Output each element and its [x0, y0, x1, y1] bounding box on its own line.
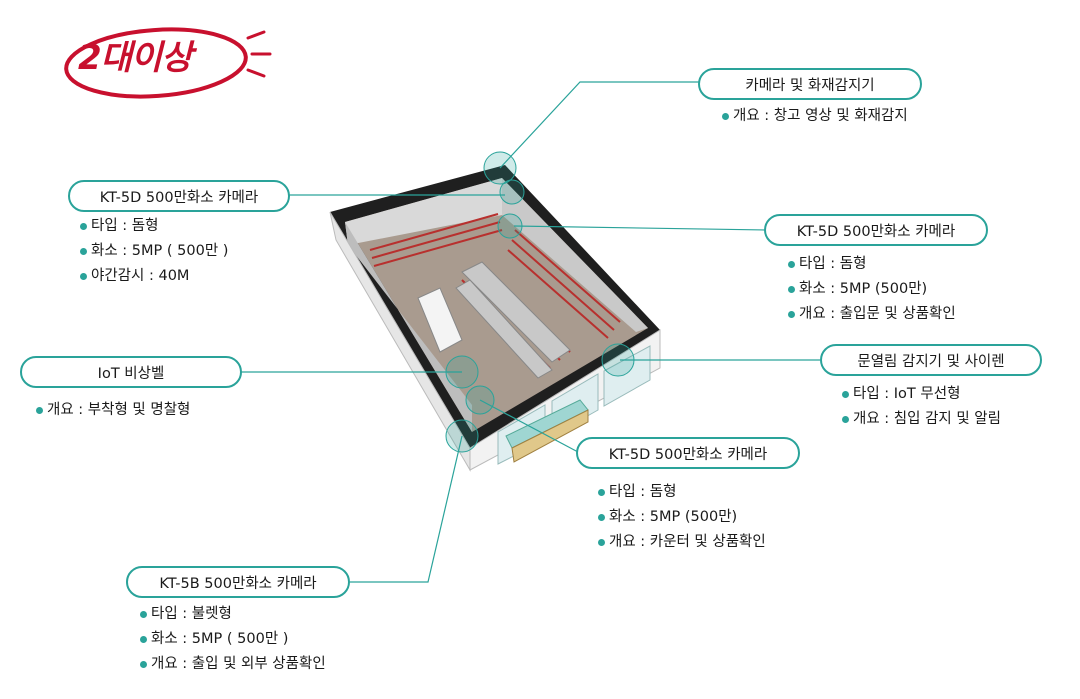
spec-item: 야간감시 : 40M [80, 264, 228, 289]
spec-item: 타입 : 불렛형 [140, 602, 326, 627]
bullet-dot-icon [788, 261, 795, 268]
spec-item: 화소 : 5MP ( 500만 ) [80, 239, 228, 264]
callout-title-iot-bell: IoT 비상벨 [20, 356, 242, 388]
spec-item: 개요 : 출입 및 외부 상품확인 [140, 652, 326, 677]
bullet-dot-icon [842, 391, 849, 398]
callout-specs-camera-left: 타입 : 돔형 화소 : 5MP ( 500만 ) 야간감시 : 40M [80, 214, 228, 289]
spec-item: 개요 : 부착형 및 명찰형 [36, 398, 190, 423]
bullet-dot-icon [80, 273, 87, 280]
spec-item: 타입 : 돔형 [80, 214, 228, 239]
bullet-dot-icon [140, 636, 147, 643]
badge-swoosh [64, 27, 272, 99]
bullet-dot-icon [598, 489, 605, 496]
bullet-dot-icon [36, 407, 43, 414]
bullet-dot-icon [80, 248, 87, 255]
callout-title-door-sensor: 문열림 감지기 및 사이렌 [820, 344, 1042, 376]
counter [417, 287, 463, 353]
callout-specs-camera-counter: 타입 : 돔형 화소 : 5MP (500만) 개요 : 카운터 및 상품확인 [598, 480, 766, 555]
shelf-units [455, 261, 571, 379]
bullet-dot-icon [722, 113, 729, 120]
bullet-dot-icon [788, 311, 795, 318]
bullet-dot-icon [140, 611, 147, 618]
callout-title-camera-counter: KT-5D 500만화소 카메라 [576, 437, 800, 469]
spec-item: 개요 : 카운터 및 상품확인 [598, 530, 766, 555]
spec-item: 화소 : 5MP (500만) [598, 505, 766, 530]
callout-title-camera-left: KT-5D 500만화소 카메라 [68, 180, 290, 212]
callout-title-camera-right: KT-5D 500만화소 카메라 [764, 214, 988, 246]
callout-specs-camera-right: 타입 : 돔형 화소 : 5MP (500만) 개요 : 출입문 및 상품확인 [788, 252, 956, 327]
spec-item: 화소 : 5MP (500만) [788, 277, 956, 302]
spec-item: 개요 : 침입 감지 및 알림 [842, 407, 1001, 432]
bullet-dot-icon [788, 286, 795, 293]
callout-specs-fire-camera: 개요 : 창고 영상 및 화재감지 [722, 104, 908, 129]
spec-item: 타입 : 돔형 [788, 252, 956, 277]
bullet-dot-icon [598, 539, 605, 546]
spec-item: 타입 : IoT 무선형 [842, 382, 1001, 407]
callout-title-bullet-camera: KT-5B 500만화소 카메라 [126, 566, 350, 598]
spec-item: 개요 : 창고 영상 및 화재감지 [722, 104, 908, 129]
callout-specs-door-sensor: 타입 : IoT 무선형 개요 : 침입 감지 및 알림 [842, 382, 1001, 432]
spec-item: 개요 : 출입문 및 상품확인 [788, 302, 956, 327]
bullet-dot-icon [80, 223, 87, 230]
bullet-dot-icon [842, 416, 849, 423]
callout-specs-bullet-camera: 타입 : 불렛형 화소 : 5MP ( 500만 ) 개요 : 출입 및 외부 … [140, 602, 326, 677]
connector-lines [240, 81, 820, 583]
spec-item: 타입 : 돔형 [598, 480, 766, 505]
spec-item: 화소 : 5MP ( 500만 ) [140, 627, 326, 652]
callout-title-fire-camera: 카메라 및 화재감지기 [698, 68, 922, 100]
bullet-dot-icon [598, 514, 605, 521]
badge-label: 2대이상 [78, 38, 192, 78]
bullet-dot-icon [140, 661, 147, 668]
callout-specs-iot-bell: 개요 : 부착형 및 명찰형 [36, 398, 190, 423]
